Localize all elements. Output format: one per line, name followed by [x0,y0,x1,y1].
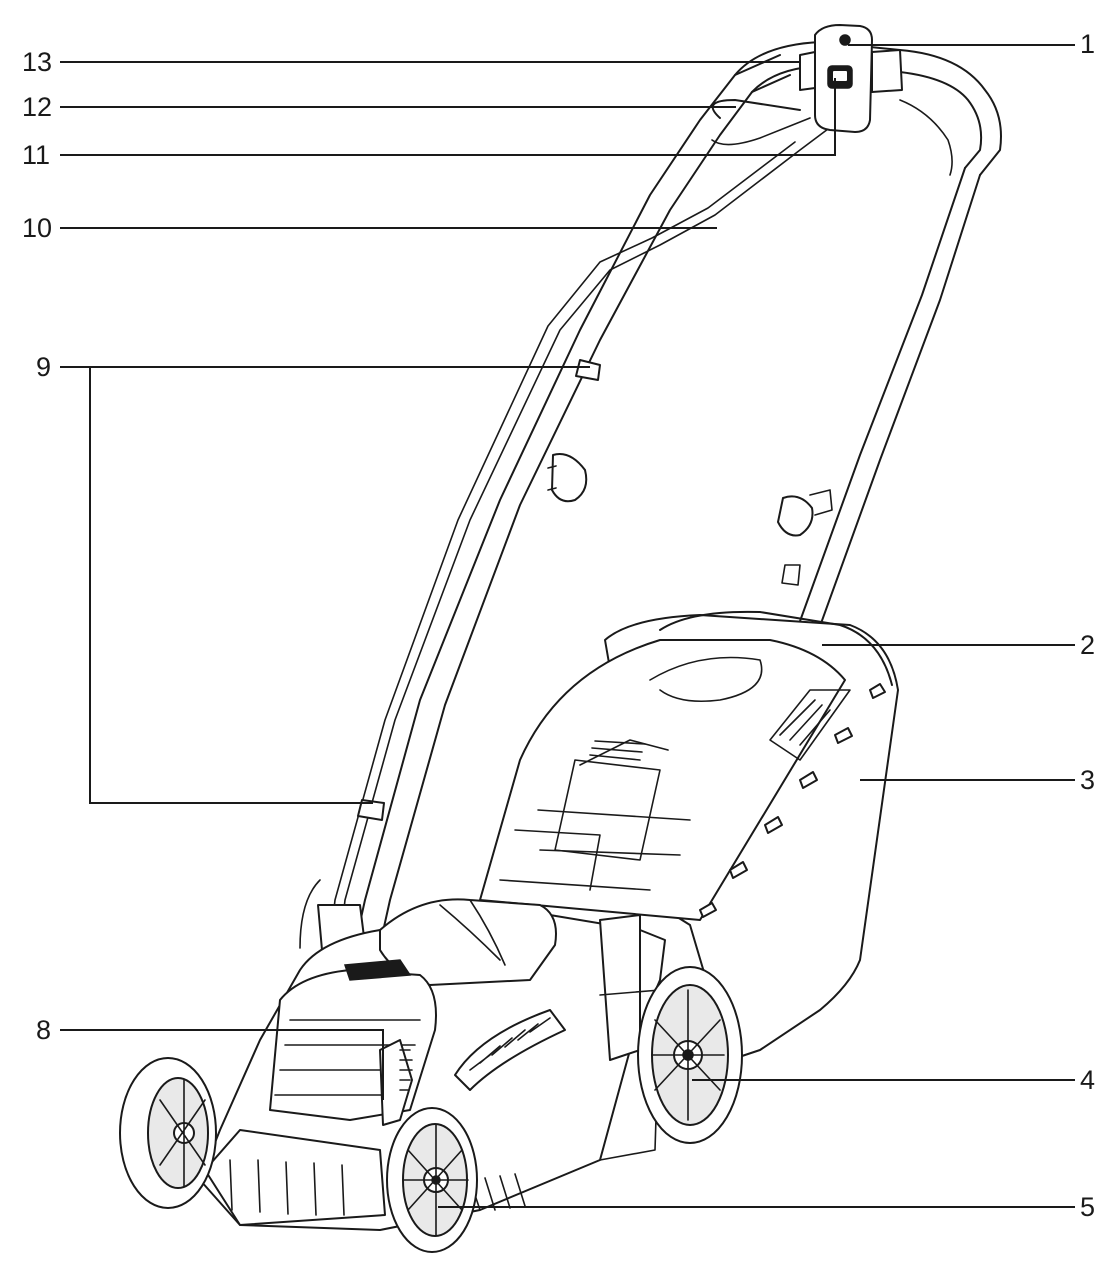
grass-box [479,610,899,1061]
leader-8 [60,1029,384,1100]
side-vent [454,1009,566,1091]
callout-5: 5 [1080,1192,1096,1222]
callout-11: 11 [22,140,51,170]
height-adjust-lever [379,1039,413,1126]
left-handle-knob [551,453,588,503]
callout-10: 10 [22,213,53,243]
leader-11 [60,78,836,156]
leader-9-bracket [89,367,373,804]
callout-4: 4 [1080,1065,1096,1095]
front-left-wheel [119,1057,217,1209]
callout-13: 13 [22,47,53,77]
mower-body [199,898,666,1231]
callout-2: 2 [1080,630,1096,660]
rear-right-wheel [637,966,743,1144]
front-right-wheel [386,1107,478,1253]
callout-9: 9 [36,352,52,382]
grass-box-vents [699,683,886,918]
callout-3: 3 [1080,765,1096,795]
right-handle-knob [777,495,814,537]
callout-8: 8 [36,1015,52,1045]
callout-1: 1 [1080,29,1096,59]
callout-leaders [60,44,1075,1208]
callout-12: 12 [22,92,53,122]
